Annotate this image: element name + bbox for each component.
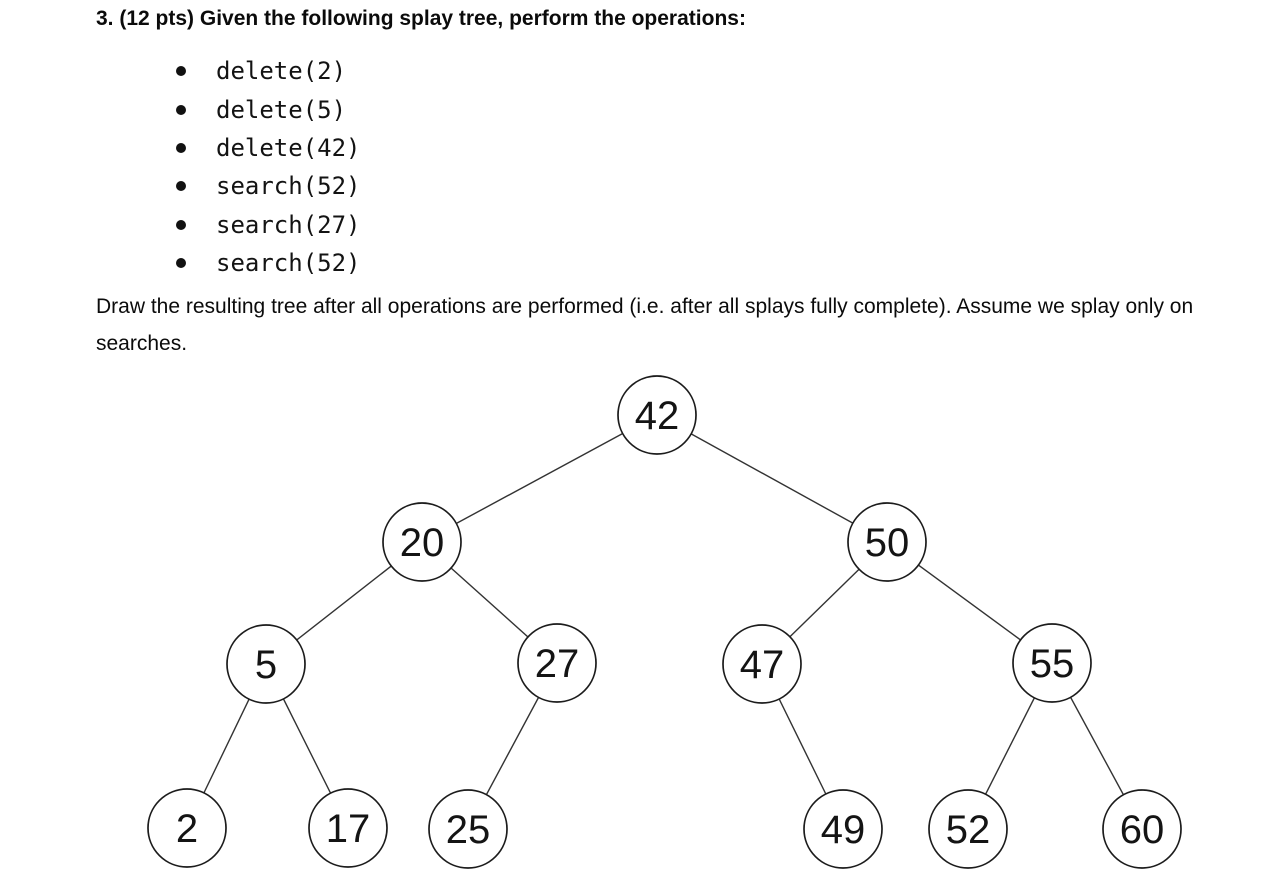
tree-node-20: 20 [382, 502, 462, 582]
operation-text: delete(42) [216, 133, 361, 162]
tree-node-circle [428, 789, 508, 869]
tree-node-25: 25 [428, 789, 508, 869]
tree-node-label: 17 [326, 807, 371, 851]
tree-node-label: 47 [740, 643, 785, 687]
tree-node-circle [1102, 789, 1182, 869]
tree-node-circle [928, 789, 1008, 869]
operation-item: delete(5) [176, 90, 361, 128]
tree-node-label: 60 [1120, 808, 1165, 852]
tree-node-circle [1012, 623, 1092, 703]
bullet-icon [176, 142, 186, 153]
operation-item: delete(2) [176, 52, 361, 90]
tree-node-49: 49 [803, 789, 883, 869]
operations-list: delete(2) delete(5) delete(42) search(52… [176, 52, 361, 282]
tree-node-circle [382, 502, 462, 582]
tree-node-17: 17 [308, 788, 388, 868]
tree-node-47: 47 [722, 624, 802, 704]
operation-text: delete(2) [216, 57, 347, 86]
operation-text: search(52) [216, 249, 361, 278]
operation-text: search(52) [216, 172, 361, 201]
tree-node-circle [308, 788, 388, 868]
tree-node-circle [722, 624, 802, 704]
problem-title: 3. (12 pts) Given the following splay tr… [96, 7, 746, 30]
operation-text: search(27) [216, 210, 361, 239]
bullet-icon [176, 219, 186, 230]
tree-node-circle [617, 375, 697, 455]
operation-text: delete(5) [216, 95, 347, 124]
bullet-icon [176, 66, 186, 77]
operation-item: search(52) [176, 244, 361, 282]
tree-node-5: 5 [226, 624, 306, 704]
tree-node-label: 55 [1030, 642, 1075, 686]
tree-node-50: 50 [847, 502, 927, 582]
operation-item: delete(42) [176, 129, 361, 167]
tree-node-42: 42 [617, 375, 697, 455]
tree-node-52: 52 [928, 789, 1008, 869]
bullet-icon [176, 181, 186, 192]
tree-node-2: 2 [147, 788, 227, 868]
instructions-text: Draw the resulting tree after all operat… [96, 295, 1194, 355]
tree-edge-42-50 [656, 414, 888, 543]
tree-node-label: 20 [400, 521, 445, 565]
operation-item: search(27) [176, 206, 361, 244]
tree-node-label: 52 [946, 808, 991, 852]
tree-node-60: 60 [1102, 789, 1182, 869]
tree-node-circle [147, 788, 227, 868]
tree-node-label: 42 [635, 394, 680, 438]
operation-item: search(52) [176, 167, 361, 205]
tree-edge-42-20 [421, 414, 658, 543]
tree-node-circle [847, 502, 927, 582]
bullet-icon [176, 104, 186, 115]
bullet-icon [176, 258, 186, 269]
tree-node-circle [517, 623, 597, 703]
tree-node-label: 49 [821, 808, 866, 852]
tree-node-55: 55 [1012, 623, 1092, 703]
tree-node-27: 27 [517, 623, 597, 703]
tree-node-label: 50 [865, 521, 910, 565]
tree-node-label: 2 [176, 807, 198, 851]
tree-node-label: 25 [446, 808, 491, 852]
tree-node-label: 27 [535, 642, 580, 686]
tree-node-label: 5 [255, 643, 277, 687]
tree-node-circle [226, 624, 306, 704]
tree-node-circle [803, 789, 883, 869]
